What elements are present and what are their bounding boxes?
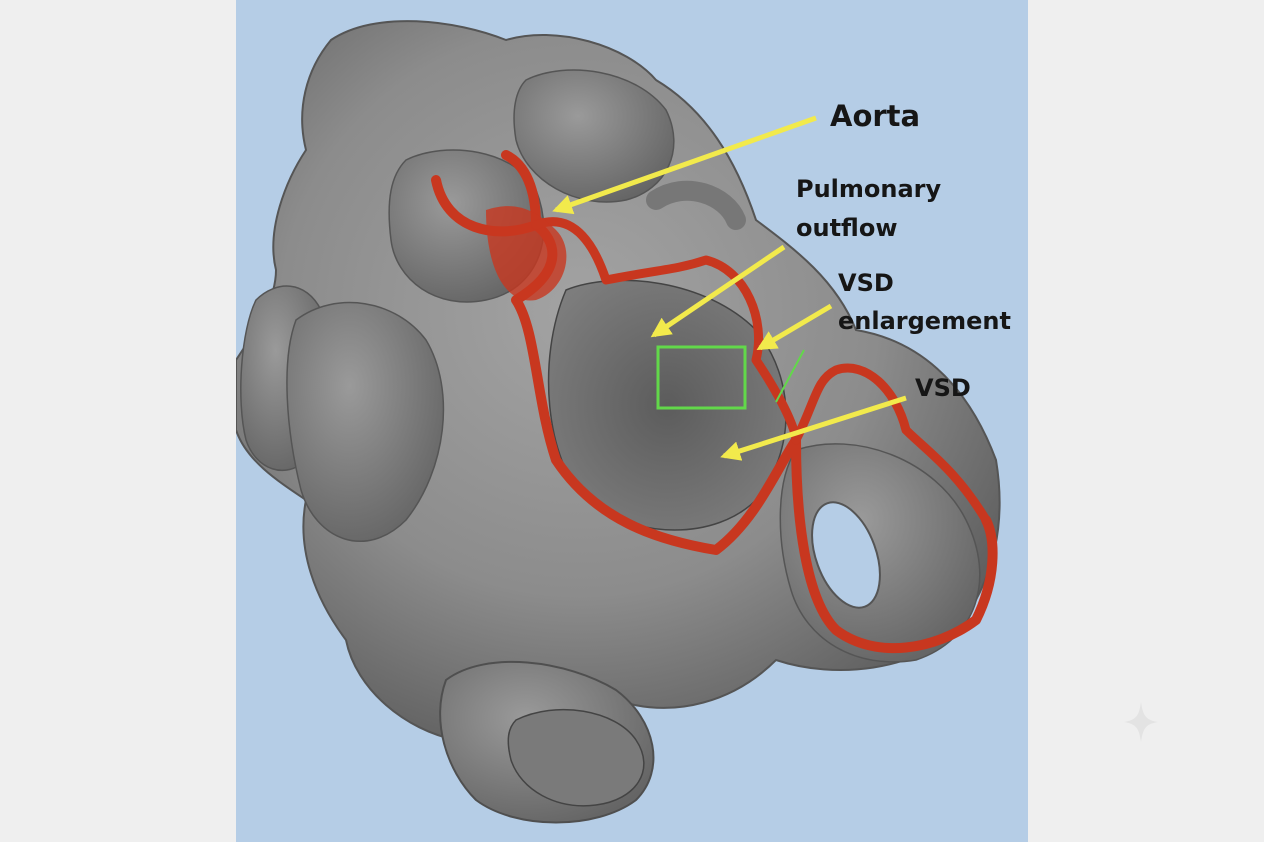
label-vsd: VSD: [915, 374, 971, 402]
label-vsd-enlargement: VSD enlargement: [838, 264, 1011, 340]
heart-3d-rendering: [236, 20, 1001, 824]
arrow-vsd: [720, 395, 907, 461]
arrow-pulmonary-outflow: [650, 244, 786, 338]
label-pulmonary-line1: Pulmonary: [796, 175, 942, 203]
sparkle-icon: [1124, 702, 1158, 742]
label-pulmonary-outflow: Pulmonary outflow: [796, 170, 941, 248]
selection-pointer-line: [775, 349, 805, 403]
heart-model-viewport: Aorta Pulmonary outflow VSD enlargement …: [236, 0, 1028, 842]
label-aorta: Aorta: [830, 99, 921, 133]
selection-box: [656, 345, 747, 410]
label-vsd-enlargement-line1: VSD: [838, 269, 894, 297]
label-pulmonary-line2: outflow: [796, 214, 898, 242]
arrow-aorta: [552, 115, 817, 215]
label-vsd-enlargement-line2: enlargement: [838, 307, 1011, 335]
annotation-arrows: [552, 115, 907, 461]
arrow-vsd-enlargement: [756, 303, 833, 351]
aortic-root-cut: [486, 206, 567, 301]
